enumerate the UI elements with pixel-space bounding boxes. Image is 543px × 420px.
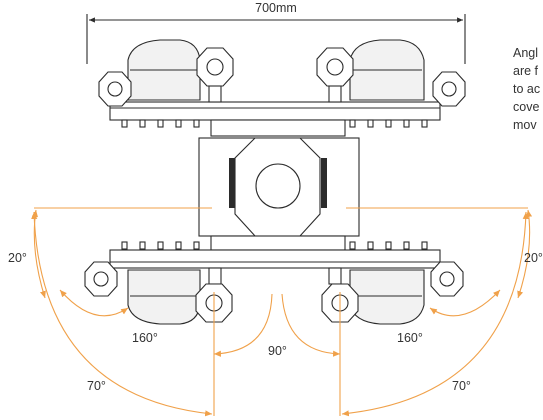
center-port <box>255 163 301 209</box>
angle-right-bottom: 70° <box>452 379 471 393</box>
caption-line: Angl <box>513 46 539 60</box>
caption-line: are f <box>513 64 539 78</box>
arc-left-bottom <box>31 211 213 417</box>
angle-left-outer: 20° <box>8 251 27 265</box>
top-rail-bolts <box>121 119 428 128</box>
bottom-rail <box>109 249 441 269</box>
mount-top-3 <box>316 47 354 87</box>
housing-bottom-left <box>127 269 201 325</box>
mount-top-4 <box>432 71 466 107</box>
top-rail <box>109 101 441 121</box>
arc-right-bottom <box>341 211 529 417</box>
arc-center <box>213 293 273 357</box>
arc-left-outer <box>31 209 46 299</box>
caption-line: to ac <box>513 82 541 96</box>
mount-bottom-1 <box>84 261 118 297</box>
bottom-rail-assembly <box>84 241 464 325</box>
angle-left-bottom: 70° <box>87 379 106 393</box>
angle-right-inner: 160° <box>397 331 423 345</box>
angle-indicators <box>31 207 533 417</box>
angle-center: 90° <box>268 344 287 358</box>
caption-text: Angl are f to ac cove mov <box>513 44 543 134</box>
width-dimension: 700mm <box>86 1 466 64</box>
angle-left-inner: 160° <box>132 331 158 345</box>
mount-top-1 <box>98 71 132 107</box>
caption-line: cove <box>513 100 540 114</box>
mount-bottom-4 <box>430 261 464 297</box>
top-rail-assembly <box>98 39 466 128</box>
caption-line: mov <box>513 118 537 132</box>
width-label: 700mm <box>255 1 297 15</box>
mount-top-2 <box>196 47 234 87</box>
angle-right-outer: 20° <box>524 251 543 265</box>
housing-bottom-right <box>349 269 425 325</box>
central-body <box>198 119 360 251</box>
